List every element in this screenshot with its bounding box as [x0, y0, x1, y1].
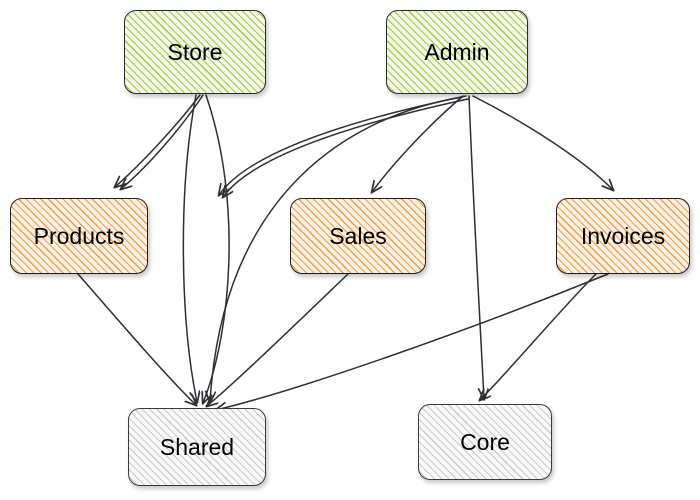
edge-invoices-to-shared: [216, 273, 609, 410]
node-label-invoices: Invoices: [580, 222, 666, 249]
node-label-products: Products: [33, 222, 125, 249]
edge-paths: [77, 94, 613, 410]
node-products[interactable]: Products: [10, 198, 148, 274]
edge-store-to-products: [121, 94, 204, 189]
edge-sales-to-shared: [207, 273, 349, 406]
node-sales[interactable]: Sales: [290, 198, 426, 274]
node-label-admin: Admin: [424, 38, 490, 65]
node-label-core: Core: [460, 428, 510, 455]
node-label-sales: Sales: [329, 222, 387, 249]
edge-store-to-shared: [203, 94, 230, 403]
edge-admin-to-products: [223, 98, 469, 197]
edge-admin-to-products: [219, 95, 467, 195]
node-label-store: Store: [167, 38, 223, 65]
node-invoices[interactable]: Invoices: [556, 198, 690, 274]
node-store[interactable]: Store: [124, 10, 266, 94]
edge-admin-to-sales: [372, 95, 464, 192]
node-admin[interactable]: Admin: [386, 10, 528, 94]
node-core[interactable]: Core: [418, 404, 552, 480]
edge-admin-to-invoices: [472, 95, 613, 190]
edge-admin-to-core: [468, 95, 484, 399]
node-label-shared: Shared: [159, 433, 235, 460]
edge-store-to-products: [115, 94, 201, 187]
node-shared[interactable]: Shared: [128, 408, 266, 486]
edge-invoices-to-core: [480, 273, 597, 400]
edge-admin-to-shared: [210, 96, 463, 402]
edge-products-to-shared: [77, 273, 196, 405]
edge-store-to-shared: [182, 94, 197, 402]
